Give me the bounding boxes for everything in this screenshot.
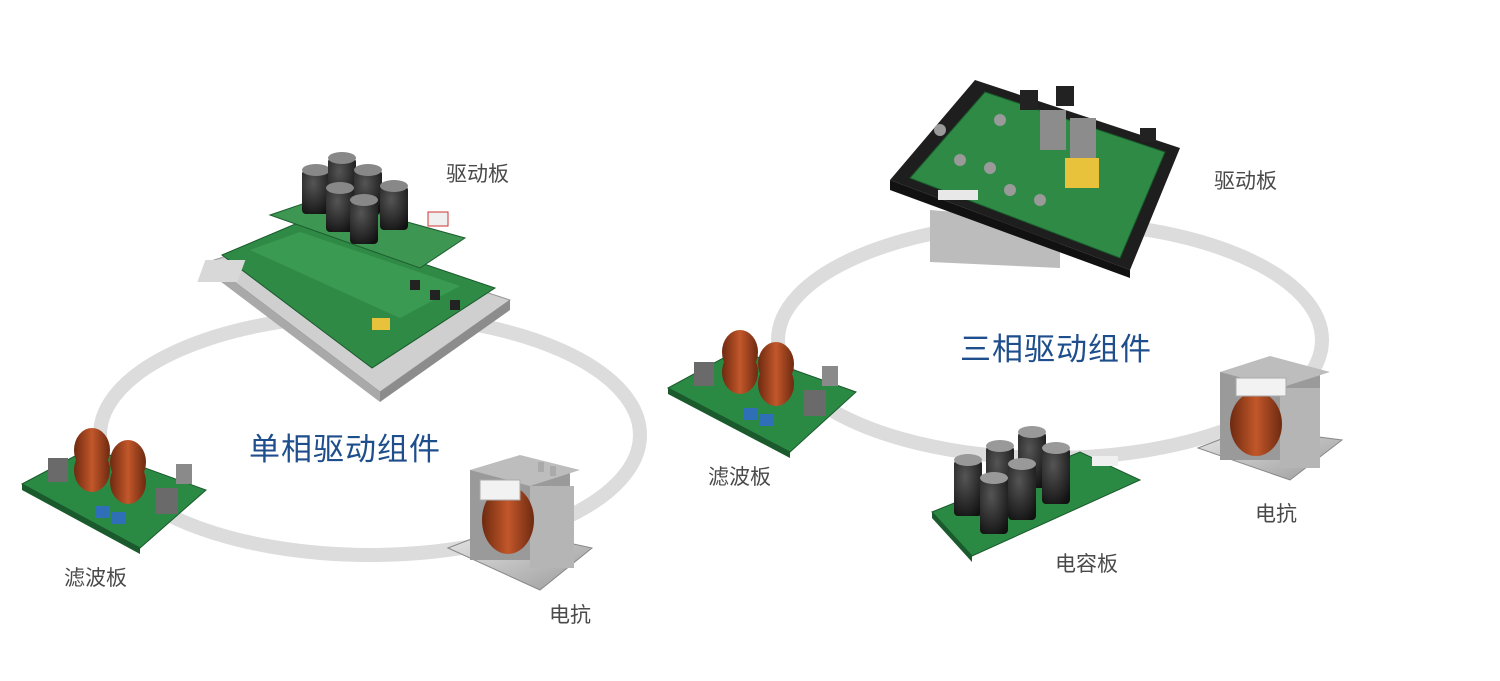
- single-phase-drive-board-image: [197, 152, 512, 402]
- single-phase-reactor-label: 电抗: [549, 603, 591, 627]
- three-phase-reactor-label: 电抗: [1255, 502, 1297, 526]
- single-phase-title: 单相驱动组件: [249, 432, 441, 468]
- three-phase-drive-board-image: [890, 80, 1180, 278]
- three-phase-title: 三相驱动组件: [960, 332, 1152, 368]
- three-phase-filter-board-image: [666, 330, 857, 458]
- three-phase-drive-board-label: 驱动板: [1214, 169, 1277, 193]
- single-phase-drive-board-label: 驱动板: [446, 162, 509, 186]
- single-phase-filter-board-label: 滤波板: [64, 566, 127, 590]
- single-phase-reactor-image: [446, 455, 594, 591]
- three-phase-reactor-image: [1196, 356, 1344, 481]
- three-phase-capacitor-board-image: [931, 426, 1142, 562]
- three-phase-filter-board-label: 滤波板: [708, 465, 771, 489]
- single-phase-filter-board-image: [20, 428, 207, 554]
- three-phase-capacitor-board-label: 电容板: [1055, 552, 1118, 576]
